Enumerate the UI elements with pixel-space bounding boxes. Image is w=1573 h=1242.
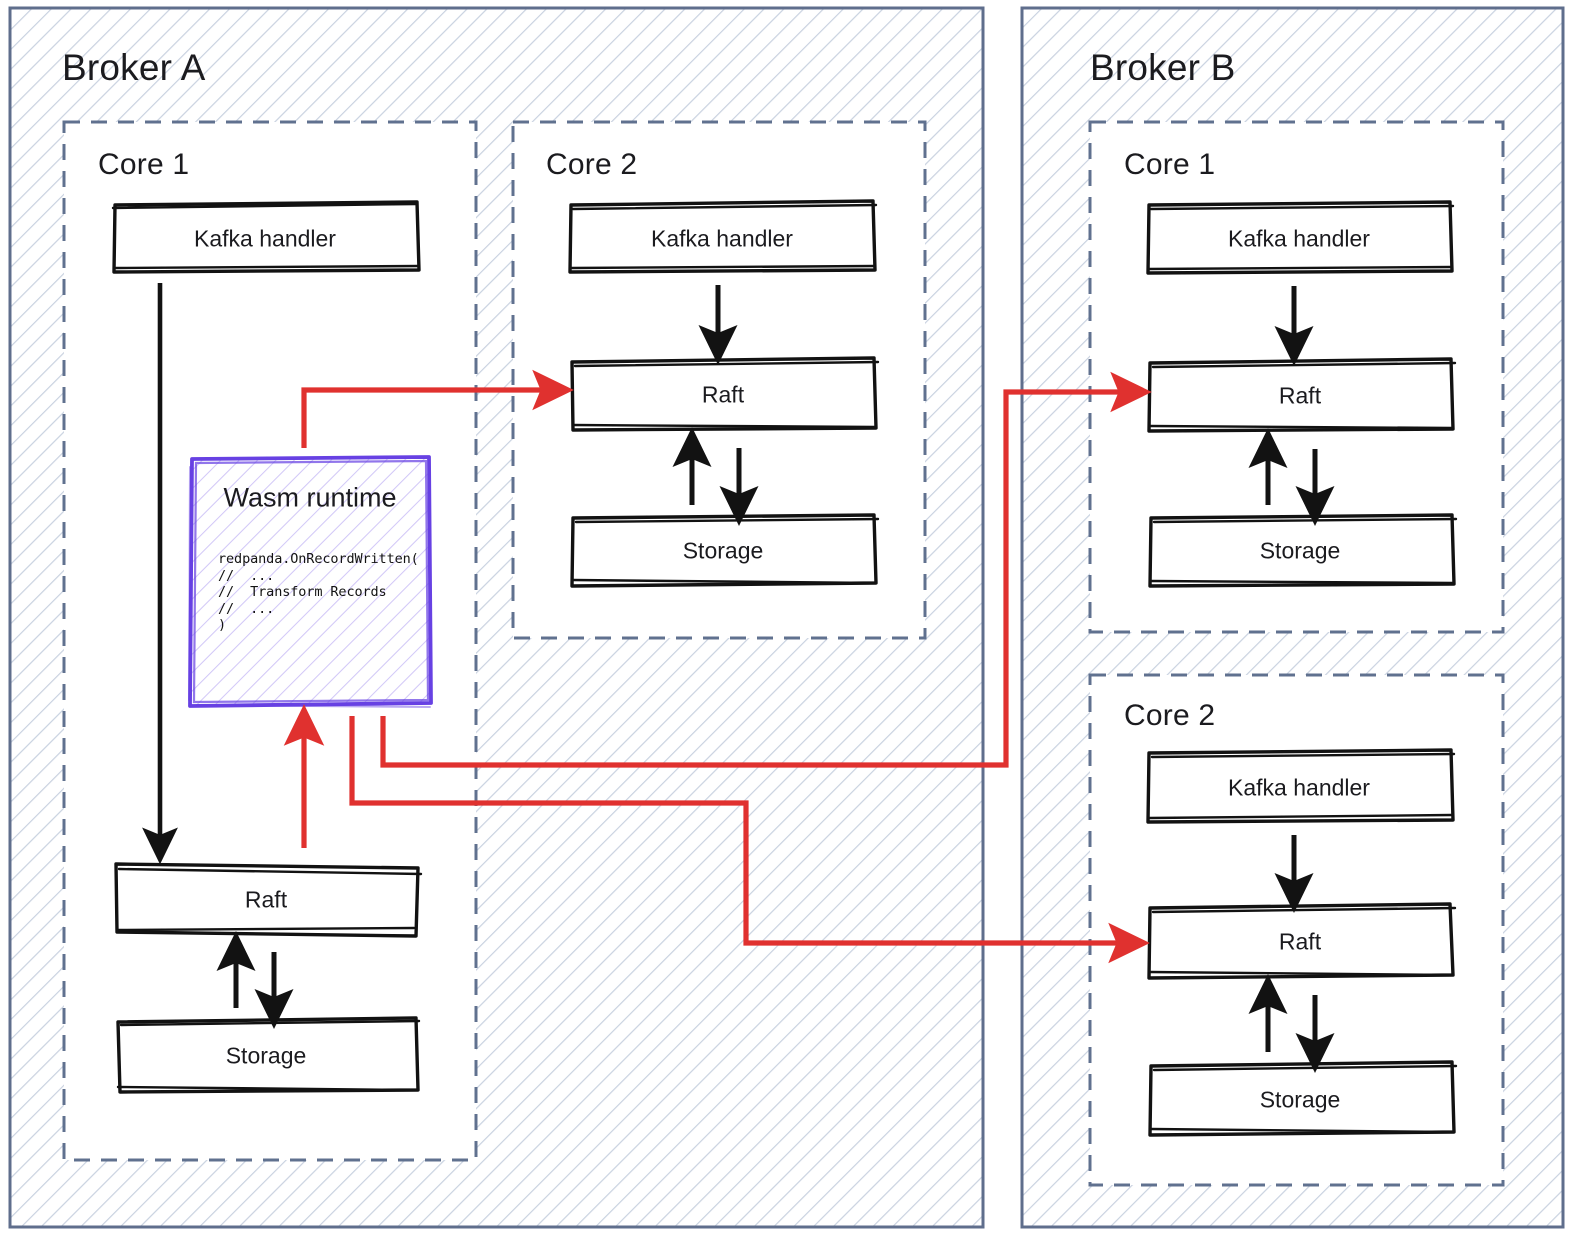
node-box-b2-storage[interactable] <box>1148 1060 1458 1137</box>
node-box-wasm-runtime[interactable] <box>188 455 433 708</box>
arrow-red-wasm-to-b1-raft <box>380 371 1152 768</box>
node-box-b1-kafka-handler[interactable] <box>1146 200 1455 275</box>
node-box-a2-storage[interactable] <box>570 513 880 588</box>
node-box-a1-kafka-handler[interactable] <box>111 200 421 274</box>
node-box-a1-storage[interactable] <box>116 1016 421 1094</box>
node-box-a2-kafka-handler[interactable] <box>568 199 878 274</box>
node-box-b2-kafka-handler[interactable] <box>1146 748 1456 824</box>
node-box-b1-raft[interactable] <box>1147 357 1457 433</box>
node-box-b1-storage[interactable] <box>1148 513 1458 588</box>
arrow-red-wasm-to-b2-raft <box>349 716 1150 964</box>
arrow-red-wasm-to-a2-raft <box>301 369 574 448</box>
node-box-a2-raft[interactable] <box>570 356 880 432</box>
node-box-a1-raft[interactable] <box>114 862 423 938</box>
node-box-b2-raft[interactable] <box>1147 902 1457 980</box>
wasm-code-snippet: redpanda.OnRecordWritten( // ... // Tran… <box>218 551 419 633</box>
